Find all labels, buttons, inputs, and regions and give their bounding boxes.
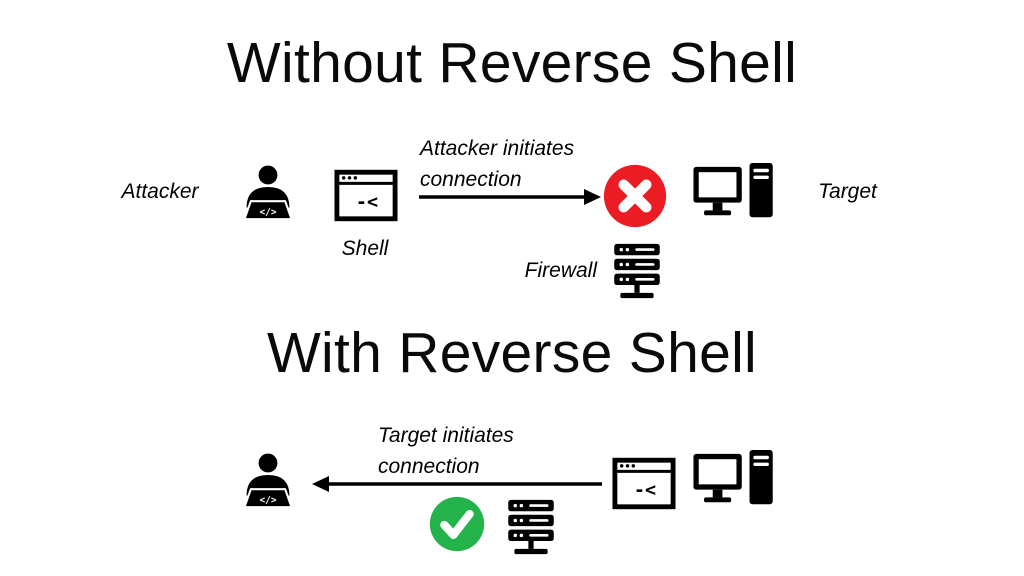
arrow-attacker-to-firewall [419, 189, 601, 205]
attacker-hacker-icon [238, 160, 298, 226]
title-without-reverse-shell: Without Reverse Shell [226, 31, 798, 95]
firewall-server-icon [609, 240, 665, 302]
blocked-x-icon [602, 163, 668, 229]
connection-label-line1: Attacker initiates [420, 137, 575, 160]
connection-label-line2: connection [378, 455, 480, 478]
target-computer-icon [693, 163, 777, 223]
firewall-server-icon [503, 496, 559, 558]
firewall-label: Firewall [524, 259, 597, 282]
connection-label-line2: connection [420, 168, 522, 191]
shell-label: Shell [341, 237, 389, 260]
target-initiates-connection-label: Target initiates connection [378, 420, 514, 482]
shell-terminal-icon [334, 169, 398, 222]
attacker-label: Attacker [121, 180, 199, 203]
target-computer-icon [693, 450, 777, 510]
arrow-target-to-attacker [312, 476, 602, 492]
allowed-check-icon [428, 495, 486, 553]
attacker-hacker-icon [238, 448, 298, 514]
title-with-reverse-shell: With Reverse Shell [266, 321, 758, 385]
target-label: Target [818, 180, 877, 203]
connection-label-line1: Target initiates [378, 424, 514, 447]
shell-terminal-icon [612, 457, 676, 510]
attacker-initiates-connection-label: Attacker initiates connection [420, 133, 574, 195]
